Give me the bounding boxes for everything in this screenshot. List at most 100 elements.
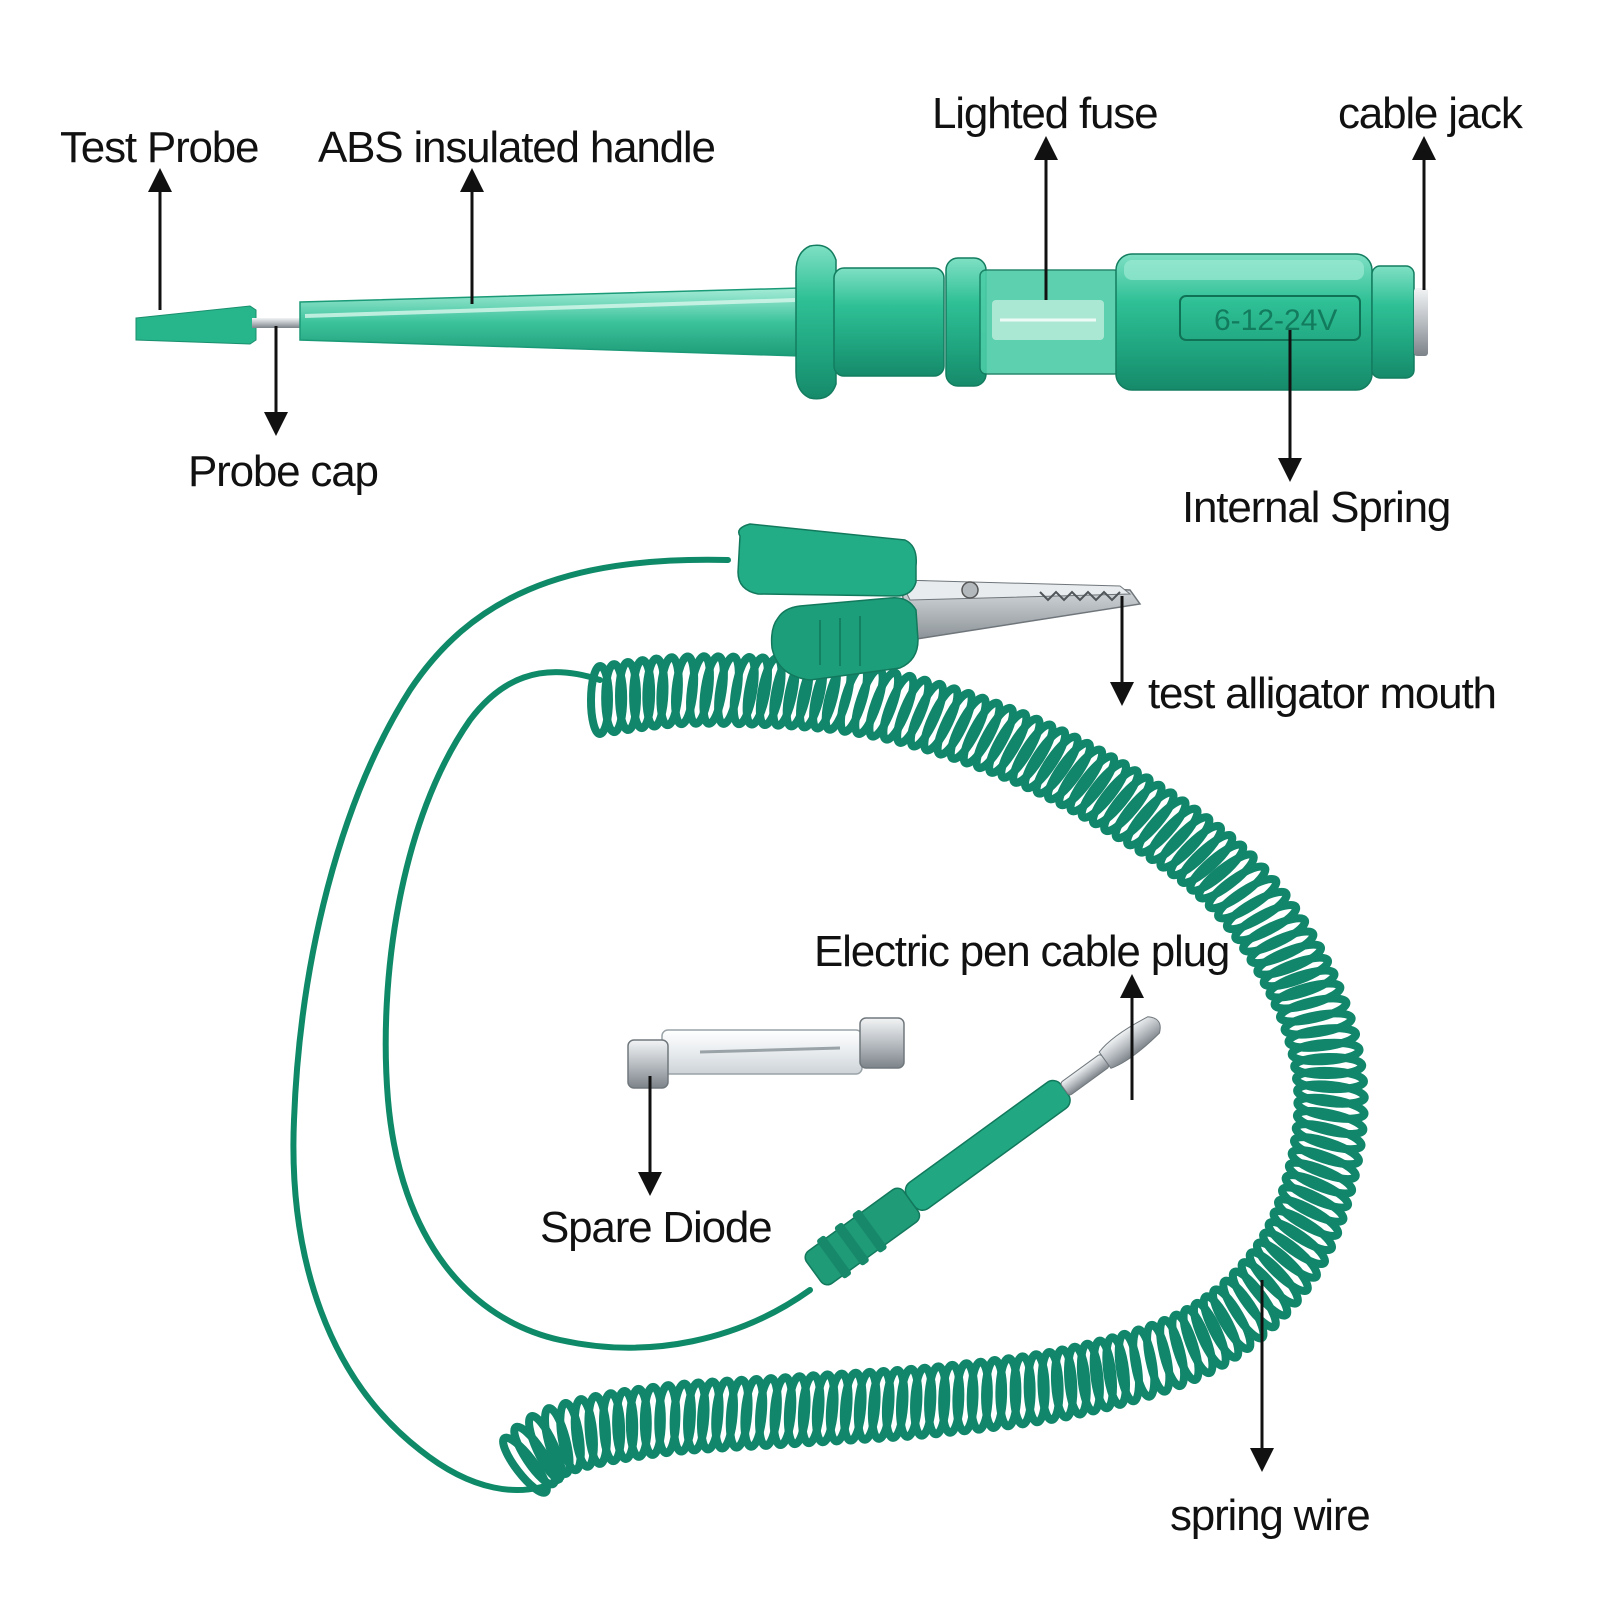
coil-loop: [625, 1384, 652, 1461]
label-spring-wire: spring wire: [1170, 1491, 1371, 1540]
coil-loop: [1050, 1345, 1078, 1422]
coil-loop: [683, 1378, 710, 1455]
coil-loop: [1209, 1285, 1255, 1353]
cable-plug-part: [804, 1016, 1161, 1286]
coil-loop: [797, 1371, 825, 1448]
coil-loop: [1189, 1298, 1230, 1370]
coil-loop: [1100, 773, 1154, 836]
label-cable-plug: Electric pen cable plug: [814, 927, 1230, 976]
coil-loop: [1259, 953, 1333, 991]
pen-shaft: [299, 287, 801, 357]
coil-loop: [1134, 796, 1190, 857]
probe-cap-part: [135, 305, 257, 345]
coil-loop: [1186, 840, 1248, 895]
coil-loop: [612, 1386, 639, 1463]
pen-end-cap: [1371, 265, 1415, 379]
coil-loop: [1037, 1347, 1064, 1424]
coil-loop: [1009, 720, 1057, 787]
coil-loop: [1166, 821, 1225, 880]
coil-loop: [686, 652, 714, 728]
coil-loop: [1179, 1305, 1217, 1378]
coil-loop: [1176, 830, 1237, 887]
coil-loop: [1287, 1146, 1360, 1184]
coil-loop: [1253, 940, 1326, 979]
coil-loop: [1274, 1195, 1343, 1240]
coil-loop: [696, 1377, 724, 1454]
coil-loop: [881, 1366, 909, 1442]
coil-loop: [499, 1433, 551, 1497]
coil-loop: [1076, 1339, 1104, 1416]
label-abs-handle: ABS insulated handle: [318, 123, 716, 172]
probe-needle: [252, 318, 302, 328]
coil-loop: [985, 709, 1031, 777]
test-pen: 6-12-24V: [135, 244, 1428, 400]
coil-loop: [1264, 1218, 1329, 1269]
coil-loop: [1259, 1228, 1321, 1282]
coil-loop: [1156, 813, 1214, 872]
clip-teeth: [1039, 590, 1121, 602]
coil-loop: [1111, 780, 1166, 843]
coil-loop: [510, 1422, 559, 1489]
coil-loop: [1055, 745, 1107, 810]
coil-loop: [910, 1363, 937, 1440]
coiled-spring-wire: [499, 652, 1369, 1497]
coil-loop: [540, 1404, 574, 1478]
label-probe-cap: Probe cap: [188, 447, 379, 496]
coil-loop: [1265, 966, 1339, 1002]
pen-flange: [795, 244, 837, 400]
coil-loop: [1199, 1292, 1243, 1362]
cable-jack-part: [1414, 288, 1428, 356]
coil-loop: [1228, 1267, 1280, 1332]
coil-loop: [825, 1369, 853, 1446]
coil-loop: [1292, 1066, 1368, 1094]
coil-loop: [1102, 1333, 1131, 1409]
label-alligator-mouth: test alligator mouth: [1148, 669, 1497, 718]
coil-loop: [924, 1362, 951, 1439]
coil-loop: [601, 660, 628, 737]
coil-loop: [1043, 738, 1095, 804]
coil-loop: [997, 714, 1044, 782]
body-marking: 6-12-24V: [1214, 304, 1337, 337]
coil-loop: [972, 703, 1017, 773]
pen-neck: [833, 267, 945, 377]
label-lighted-fuse: Lighted fuse: [932, 89, 1159, 138]
coil-loop: [729, 653, 759, 729]
coil-loop: [1284, 1158, 1357, 1198]
spare-diode-part: [627, 1017, 905, 1089]
coil-loop: [1290, 1052, 1367, 1080]
coil-loop: [1278, 1183, 1348, 1226]
coil-loop: [959, 698, 1004, 768]
coil-loop: [1281, 1171, 1353, 1212]
coil-loop: [1114, 1329, 1143, 1406]
coil-loop: [867, 1366, 895, 1443]
coil-loop: [1032, 732, 1082, 798]
coil-loop: [1123, 788, 1178, 850]
label-test-probe: Test Probe: [60, 123, 260, 172]
alligator-clip: [737, 523, 1142, 681]
coil-loop: [742, 653, 772, 729]
coil-loop: [853, 1367, 881, 1444]
coil-loop: [1269, 1206, 1337, 1255]
coil-loop: [1145, 804, 1202, 865]
thin-wire-inner: [382, 669, 813, 1351]
thin-wire-outer: [290, 556, 731, 1493]
coil-loop: [584, 1392, 611, 1468]
coil-loop: [1066, 752, 1119, 816]
coil-loop: [1089, 1336, 1117, 1413]
coil-loop: [811, 1370, 839, 1447]
label-cable-jack: cable jack: [1338, 89, 1523, 138]
coil-loop: [629, 656, 656, 733]
coil-loop: [1088, 766, 1142, 829]
coil-loop: [1020, 726, 1070, 793]
coil-loop: [1077, 759, 1131, 822]
coil-loop: [1064, 1342, 1091, 1419]
coil-loop: [1290, 1133, 1363, 1169]
callout-arrows: [148, 136, 1436, 1472]
coil-loop: [839, 1368, 867, 1445]
coil-loop: [895, 1364, 923, 1441]
label-spare-diode: Spare Diode: [540, 1203, 773, 1252]
coil-loop: [525, 1412, 566, 1483]
label-internal-spring: Internal Spring: [1182, 483, 1451, 532]
